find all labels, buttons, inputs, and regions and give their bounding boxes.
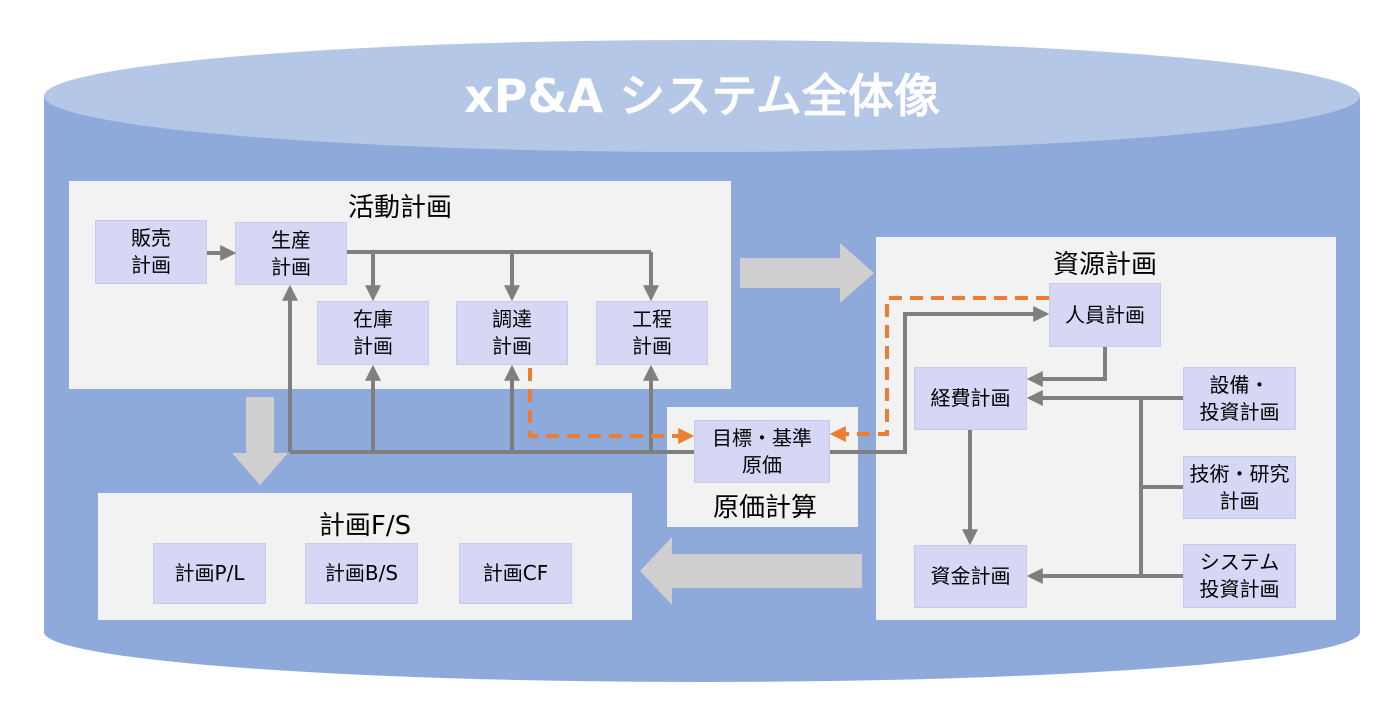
diagram-title: xP&A システム全体像 (464, 69, 940, 123)
sales-plan-node: 販売 計画 (95, 220, 207, 284)
equipment-investment-plan-node: 設備・ 投資計画 (1183, 367, 1296, 430)
cost-calc-title: 原価計算 (712, 493, 817, 523)
dashed-connector-personnel-to-cost (829, 296, 1049, 442)
flow-arrow-to-fs (232, 397, 288, 485)
activity-plan-title: 活動計画 (347, 193, 452, 223)
connector-cost-to-personnel (830, 306, 1050, 454)
process-plan-node: 工程 計画 (596, 301, 708, 365)
expense-plan-node: 経費計画 (914, 367, 1027, 430)
dashed-connector-procurement-to-cost (528, 368, 695, 444)
cylinder-top (44, 40, 1360, 152)
flow-arrow-from-resource (640, 537, 862, 605)
flow-arrow-to-resource (740, 243, 874, 303)
connector-personnel-to-expense (1026, 347, 1107, 387)
production-plan-node: 生産 計画 (235, 222, 347, 285)
procurement-plan-node: 調達 計画 (456, 301, 568, 365)
technology-research-plan-node: 技術・研究 計画 (1183, 456, 1296, 519)
plan-cf-node: 計画CF (459, 543, 572, 604)
inventory-plan-node: 在庫 計画 (317, 301, 429, 365)
plan-fs-title: 計画F/S (318, 511, 412, 541)
personnel-plan-node: 人員計画 (1049, 283, 1161, 347)
plan-pl-node: 計画P/L (153, 543, 266, 604)
system-investment-plan-node: システム 投資計画 (1183, 544, 1296, 608)
resource-plan-title: 資源計画 (1052, 250, 1157, 280)
target-standard-cost-node: 目標・基準 原価 (694, 420, 830, 483)
funding-plan-node: 資金計画 (914, 545, 1027, 608)
plan-bs-node: 計画B/S (305, 543, 418, 604)
